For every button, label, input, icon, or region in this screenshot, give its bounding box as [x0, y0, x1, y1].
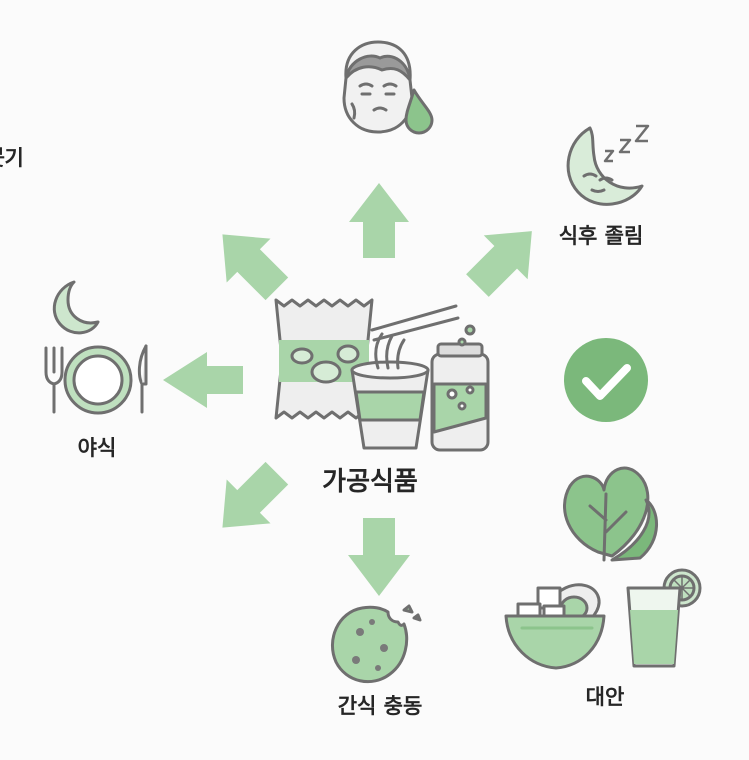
- leafy-greens-icon: [563, 466, 659, 562]
- label-center: 가공식품: [322, 467, 418, 497]
- arrow-up: [349, 183, 409, 258]
- check-circle-icon: [564, 338, 648, 422]
- face-with-teardrop-icon: [342, 40, 434, 135]
- label-alternative: 대안: [586, 685, 625, 709]
- arrows: [163, 183, 532, 596]
- lemon-water-glass-icon: [626, 568, 702, 668]
- arrow-left: [163, 352, 243, 408]
- label-drowsiness: 식후 졸림: [559, 224, 644, 248]
- moon-plate-cutlery-icon: [44, 280, 148, 415]
- bitten-cookie-icon: [330, 604, 422, 684]
- arrow-upper-right: [466, 231, 532, 297]
- chips-noodles-can-icon: [274, 298, 490, 452]
- label-snack-urge: 간식 충동: [338, 694, 423, 718]
- tofu-egg-bowl-icon: [504, 583, 606, 670]
- arrow-upper-left: [222, 234, 289, 301]
- sleepy-moon-icon: [566, 126, 644, 206]
- arrow-lower-left: [222, 461, 289, 528]
- arrow-down: [348, 518, 410, 596]
- zzz-icon: [603, 124, 650, 163]
- label-late-snack: 야식: [78, 436, 117, 460]
- label-swelling: 붓기: [0, 146, 23, 170]
